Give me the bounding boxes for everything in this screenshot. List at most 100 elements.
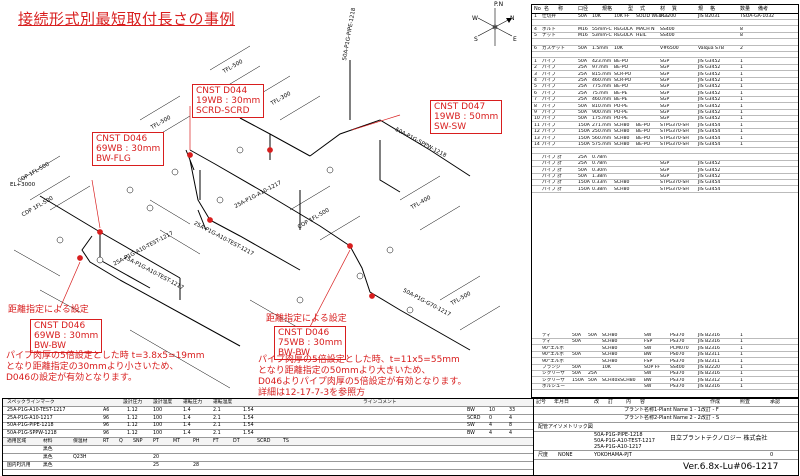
bom-cell: JIS B2311 (698, 352, 720, 358)
note-line: パイプ肉厚の5倍設定とした時、t=11x5=55mm (258, 355, 460, 365)
bom-cell: SGP (660, 58, 670, 64)
bom-cell: PO-PE (614, 110, 628, 115)
bom-cell: 90°エルボ (542, 345, 564, 351)
bom-cell: 50A (572, 339, 581, 345)
bom-cell: SCH80 (614, 135, 630, 141)
bom-row (532, 52, 798, 59)
line-list-subheader-cell: SCRD (257, 439, 271, 444)
bom-cell: BW (644, 377, 652, 383)
bom-cell: 8 (740, 33, 743, 39)
bom-cell: JIS G3452 (698, 84, 721, 90)
bom-cell: SCR-PO (614, 78, 632, 83)
site-name: YOKOHAMA-PJT (594, 452, 632, 458)
bom-cell: パイプ (542, 116, 556, 122)
bom-cell: パイプ (542, 65, 556, 71)
bom-cell: シクリーザ (542, 377, 565, 383)
bom-cell: 1 (740, 371, 743, 377)
line-list-cell: 0 (489, 415, 493, 421)
bom-cell: 4 (534, 26, 537, 32)
line-list-cell: 4 (509, 415, 513, 421)
rev-col: 訂 (608, 399, 614, 405)
bom-cell: STPG370-SH (660, 180, 689, 186)
bom-cell: 0.38m (592, 186, 607, 192)
bom-cell: 50A (578, 14, 587, 19)
callout-line: CNST D047 (434, 102, 486, 112)
bom-cell: 460.mm (592, 97, 612, 103)
pipe-run-g (239, 117, 311, 157)
compass-plant-north: P.N (494, 1, 504, 8)
bom-cell: 25A (578, 154, 587, 160)
rev-col: 記号 (536, 399, 547, 405)
bom-cell: 900.mm (592, 110, 612, 115)
line-list-cell: 1.4 (183, 408, 191, 413)
line-list-cell: 1.12 (127, 423, 138, 428)
bom-cell: STPG370-SH (660, 129, 689, 135)
bom-cell: 13 (534, 135, 540, 141)
scale-label: 尺度 (538, 452, 549, 458)
bom-cell: パイプ (542, 135, 556, 141)
line-list-cell: 25A-P1G-A10-1217 (7, 415, 53, 421)
bom-col-name: 名 (544, 6, 550, 12)
bom-cell: 97.mm (592, 65, 609, 71)
callout-line: 69WB : 30mm (34, 331, 99, 341)
bom-cell: PO-PE (614, 103, 628, 109)
bom-cell: パイプ (542, 142, 556, 147)
elevation-label: EL+3000 (10, 182, 36, 188)
bom-cell: JIS G3452 (698, 103, 721, 109)
scale-value: NONE (558, 452, 573, 458)
bom-cell: SS400 (660, 33, 675, 39)
bom-cell: 10K (592, 14, 601, 19)
bom-cell: SGP (660, 78, 670, 83)
bom-cell: パイプ 計 (542, 174, 562, 179)
line-list-cell: 96 (103, 423, 110, 428)
bom-cell: SW (644, 345, 652, 351)
bom-cell: 50A (588, 333, 597, 338)
bom-cell: SCH80 (602, 339, 618, 345)
bom-cell: JIS B2312 (698, 377, 720, 383)
bom-cell: Valqua S7B (698, 46, 724, 51)
bom-cell: JIS G3452 (698, 78, 721, 83)
bom-cell: 仕切弁 (542, 14, 556, 19)
bom-cell: フランジ (542, 365, 561, 370)
callout-line: BW-BW (278, 348, 311, 358)
bom-cell: SW (644, 371, 652, 377)
rev-col: 承認 (770, 399, 781, 405)
line-list-col: ラインコメント (363, 400, 397, 405)
bom-cell: 12 (534, 129, 540, 135)
bom-cell: 0.78m (592, 154, 607, 160)
line-list-cell: 4 (509, 430, 513, 436)
bom-cell: 1 (740, 116, 743, 122)
bom-cell: SGP (660, 84, 670, 90)
bom-cell: 2 (534, 65, 537, 71)
rev-col: 作成 (710, 399, 721, 405)
bom-cell: 25A (578, 90, 587, 96)
bom-cell: JIS G3452 (698, 58, 721, 64)
bom-cell: 1 (740, 84, 743, 90)
bom-cell: ボルシュー (542, 384, 565, 390)
rev-col: 照査 (740, 399, 751, 405)
line-list-subheader-cell: RT (103, 439, 109, 444)
line-list-col: 運転温度 (213, 400, 233, 405)
bom-cell: SOLID WEDGE (636, 14, 669, 19)
bom-cell: BE-PO (614, 65, 629, 71)
bom-cell: STPG370-SH (660, 135, 689, 141)
bom-cell: SGP (660, 90, 670, 96)
bom-cell: SOP FF (644, 365, 661, 370)
bom-cell: SGP (660, 116, 670, 122)
line-list-subheader-cell: FT (213, 439, 219, 444)
line-list-subheader-cell: Q (119, 439, 123, 444)
compass-icon (477, 8, 513, 46)
bom-cell: SS400 (670, 365, 685, 370)
line-list-cell: 100 (153, 408, 163, 413)
bom-col-material2: 質 (672, 6, 678, 12)
line-list-cell: 1.12 (127, 415, 138, 421)
bom-cell: 1 (740, 129, 743, 135)
bom-cell: BE-PE (614, 90, 628, 96)
bom-cell: FSP (644, 358, 653, 364)
